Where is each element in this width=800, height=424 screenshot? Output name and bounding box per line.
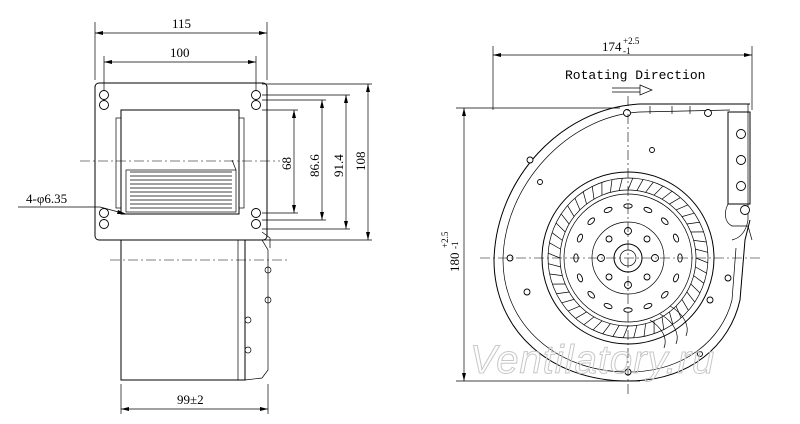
motor-side bbox=[244, 231, 272, 381]
impeller-blade bbox=[681, 299, 689, 311]
impeller-slot bbox=[643, 303, 653, 310]
impeller-slot bbox=[673, 233, 680, 243]
impeller-slats bbox=[125, 159, 237, 213]
impeller-slot bbox=[587, 217, 596, 226]
dim-depth-label: 99±2 bbox=[177, 392, 204, 407]
impeller-blade bbox=[574, 198, 581, 211]
impeller-blade bbox=[661, 190, 673, 200]
impeller-blade bbox=[618, 178, 623, 191]
impeller-blade bbox=[582, 191, 587, 205]
impeller-blade bbox=[551, 232, 563, 241]
impeller-blade bbox=[583, 316, 595, 326]
impeller-blade bbox=[622, 325, 629, 338]
mount-hole bbox=[251, 90, 261, 100]
impeller-blade bbox=[693, 240, 707, 243]
impeller-blade bbox=[561, 299, 575, 304]
dim-h1-label: 68 bbox=[279, 157, 294, 170]
hole-callout-label: 4-φ6.35 bbox=[26, 191, 67, 206]
dim-width-tol-upper: +2.5 bbox=[623, 36, 640, 46]
impeller-blade bbox=[548, 252, 561, 259]
impeller-blade bbox=[549, 242, 561, 250]
mount-hole bbox=[99, 208, 109, 218]
impeller-blade bbox=[568, 305, 581, 312]
impeller-blade bbox=[643, 323, 646, 337]
impeller-blade bbox=[669, 197, 681, 205]
impeller-blade bbox=[645, 181, 654, 193]
impeller-blade bbox=[592, 320, 603, 331]
dim-height-tol-upper: +2.5 bbox=[440, 231, 450, 248]
dim-width-inner-label: 100 bbox=[170, 45, 190, 60]
impeller-blade bbox=[549, 273, 563, 276]
impeller-slot bbox=[673, 273, 680, 283]
impeller-blade bbox=[693, 275, 705, 284]
rotation-arrow-icon bbox=[612, 84, 653, 96]
housing-body bbox=[120, 239, 246, 381]
impeller-blade bbox=[555, 222, 566, 233]
impeller-blade bbox=[690, 283, 701, 294]
impeller-blade bbox=[675, 204, 688, 211]
dim-height-label: 180 bbox=[447, 253, 462, 273]
mount-hole bbox=[99, 90, 109, 100]
dim-h2-label: 86.6 bbox=[307, 154, 322, 177]
impeller-slot bbox=[576, 233, 583, 243]
impeller-slot bbox=[660, 217, 669, 226]
impeller-blade bbox=[602, 323, 611, 335]
impeller-blade bbox=[695, 248, 708, 253]
rotation-label: Rotating Direction bbox=[565, 68, 705, 83]
impeller-blade bbox=[695, 257, 708, 264]
dim-height-tol-lower: -1 bbox=[450, 242, 460, 250]
impeller-blade bbox=[556, 291, 570, 295]
mount-hole bbox=[99, 219, 109, 229]
impeller-slot bbox=[603, 206, 613, 213]
impeller-blade bbox=[633, 325, 638, 338]
scroll-housing bbox=[493, 103, 753, 382]
front-view: 174 +2.5 -1 Rotating Direction 180 +2.5 … bbox=[440, 36, 760, 395]
mount-hole bbox=[251, 219, 261, 229]
impeller-blade bbox=[686, 221, 700, 225]
impeller-blade bbox=[591, 186, 595, 200]
impeller-blade bbox=[681, 212, 695, 217]
impeller-slot bbox=[603, 303, 613, 310]
impeller-blade bbox=[560, 213, 570, 225]
dim-width-tol-lower: -1 bbox=[623, 46, 631, 56]
impeller-blades bbox=[548, 178, 708, 338]
dim-width-outer-label: 115 bbox=[172, 16, 191, 31]
impeller-blade bbox=[653, 185, 664, 196]
impeller-blade bbox=[661, 316, 665, 330]
impeller-blade bbox=[575, 311, 587, 319]
impeller-slot bbox=[576, 273, 583, 283]
side-view: 115 100 68 86.6 91.4 1 bbox=[18, 16, 372, 414]
impeller-slot bbox=[660, 290, 669, 299]
mount-hole bbox=[251, 208, 261, 218]
impeller-blade bbox=[612, 325, 620, 337]
impeller-blade bbox=[636, 179, 644, 191]
impeller-blade bbox=[627, 178, 634, 191]
impeller-blade bbox=[686, 291, 696, 303]
dim-h3-label: 91.4 bbox=[331, 154, 346, 177]
impeller-blade bbox=[695, 266, 707, 274]
impeller-blade bbox=[669, 311, 674, 325]
impeller-slot bbox=[643, 206, 653, 213]
mount-hole bbox=[99, 100, 109, 110]
dim-width-label: 174 bbox=[602, 39, 622, 54]
dim-h4-label: 108 bbox=[353, 152, 368, 172]
watermark: Ventilatory.ru bbox=[470, 338, 715, 382]
impeller-blade bbox=[548, 263, 561, 268]
impeller-blade bbox=[610, 179, 613, 193]
mount-hole bbox=[251, 100, 261, 110]
impeller-slot bbox=[587, 290, 596, 299]
outlet-opening bbox=[120, 109, 240, 215]
mount-bracket bbox=[727, 111, 751, 205]
impeller-blade bbox=[567, 205, 575, 217]
